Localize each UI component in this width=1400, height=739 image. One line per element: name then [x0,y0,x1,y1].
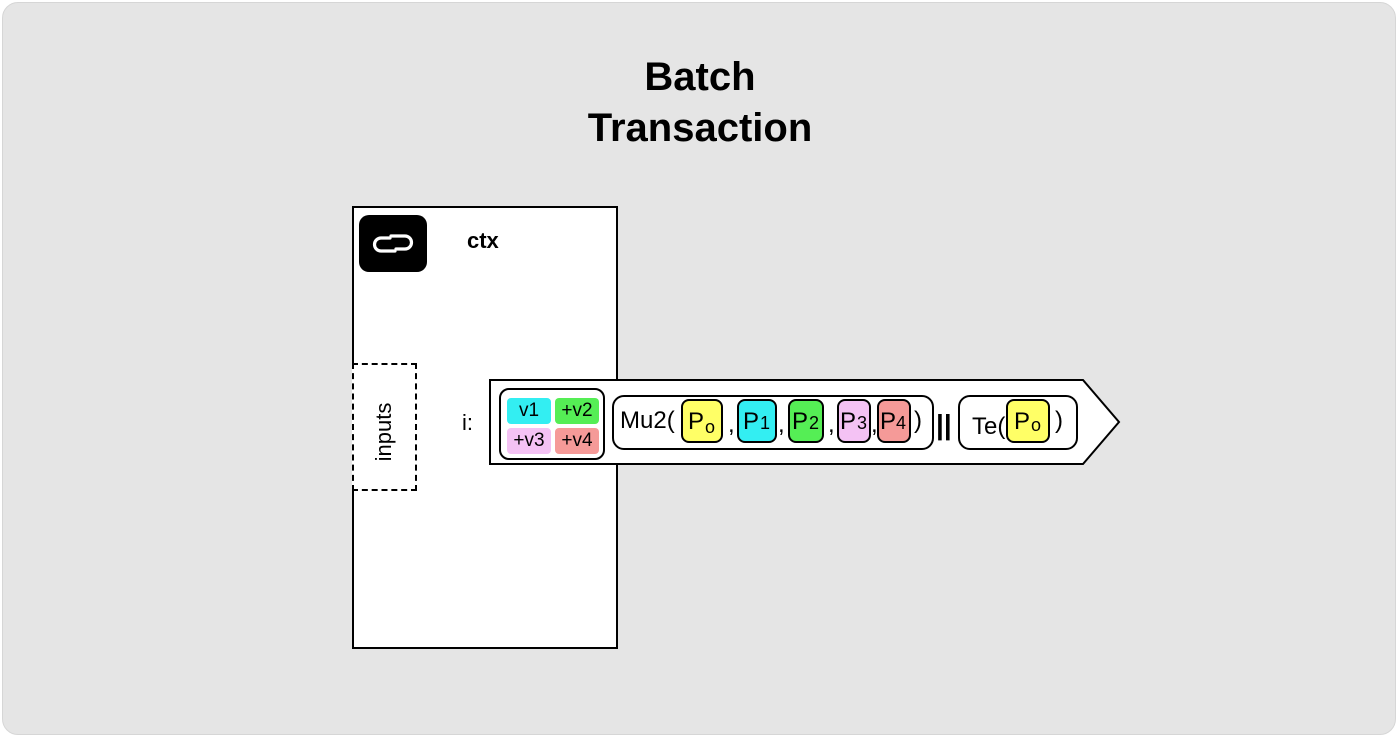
comma: , [828,411,835,438]
key-sub: o [1031,415,1042,435]
amount-chip-v1: v1 [507,398,551,424]
key-sub: 2 [809,413,820,433]
key-sub: 4 [896,413,907,433]
key-p4: P 4 [877,399,911,443]
title-line-2: Transaction [587,106,813,150]
key-main: P [688,408,705,435]
amount-chip-v2: +v2 [555,398,599,424]
timeout-close: ) [1055,407,1063,434]
key-main: P [880,408,897,435]
key-main: P [743,408,760,435]
key-main: P [792,408,809,435]
key-sub: 1 [760,413,771,433]
key-p0: P o [681,399,723,443]
key-main: P [840,408,857,435]
amount-chip-v4: +v4 [555,428,599,454]
key-sub: 3 [857,413,868,433]
inputs-region [352,363,417,491]
or-separator: || [936,409,952,440]
timeout-open: Te( [972,413,1006,440]
inputs-label: inputs [371,402,396,462]
diagram-title: Batch Transaction [0,52,1400,154]
amount-chip-v3: +v3 [507,428,551,454]
key-p3: P 3 [837,399,871,443]
amounts-box: v1 +v2 +v3 +v4 [499,388,605,460]
key-p1: P 1 [737,399,777,443]
key-sub: o [705,417,716,437]
musig-open: Mu2( [620,407,675,434]
key-p2: P 2 [788,399,824,443]
comma: , [728,411,735,438]
link-chain-icon [359,215,427,272]
ctx-label: ctx [467,228,499,253]
title-line-1: Batch [644,55,756,99]
musig-close: ) [914,407,922,434]
comma: , [871,411,878,438]
key-main: P [1014,408,1031,435]
input-row-label: i: [462,410,473,435]
key-timeout-p0: P o [1006,399,1050,443]
comma: , [778,411,785,438]
